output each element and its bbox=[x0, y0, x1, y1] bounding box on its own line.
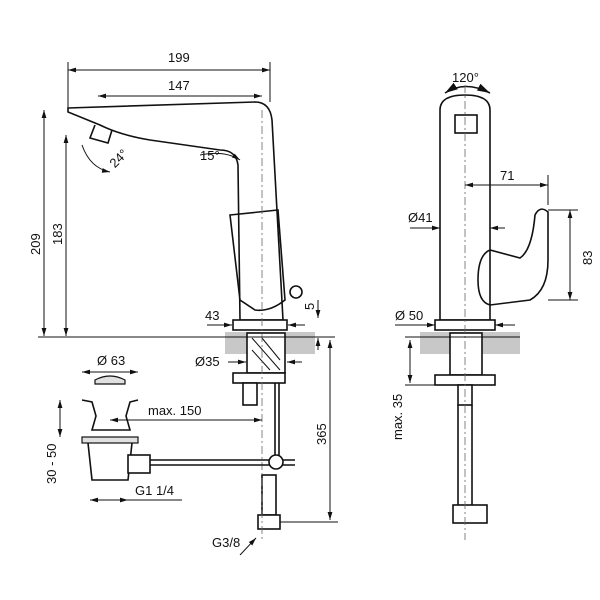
dim-199: 199 bbox=[168, 50, 190, 65]
dim-24deg: 24° bbox=[106, 146, 131, 171]
dim-g3-8: G3/8 bbox=[212, 535, 240, 550]
dim-d50: Ø 50 bbox=[395, 308, 423, 323]
dim-5: 5 bbox=[302, 303, 317, 310]
dim-g1-1-4: G1 1/4 bbox=[135, 483, 174, 498]
pop-up-waste bbox=[81, 375, 295, 481]
dim-83: 83 bbox=[580, 251, 595, 265]
dim-d63: Ø 63 bbox=[97, 353, 125, 368]
dim-max150: max. 150 bbox=[148, 403, 201, 418]
dim-365: 365 bbox=[314, 423, 329, 445]
dim-183: 183 bbox=[50, 223, 65, 245]
dim-30-50: 30 - 50 bbox=[44, 444, 59, 484]
faucet-front-view bbox=[395, 82, 578, 540]
dim-15deg: 15° bbox=[200, 148, 220, 163]
dim-d35: Ø35 bbox=[195, 354, 220, 369]
dim-43: 43 bbox=[205, 308, 219, 323]
dim-120deg: 120° bbox=[452, 70, 479, 85]
dim-147: 147 bbox=[168, 78, 190, 93]
dim-71: 71 bbox=[500, 168, 514, 183]
dim-209: 209 bbox=[28, 233, 43, 255]
dimension-lines bbox=[38, 62, 338, 556]
faucet-side-view bbox=[67, 101, 315, 540]
dim-max35: max. 35 bbox=[390, 394, 405, 440]
dim-d41: Ø41 bbox=[408, 210, 433, 225]
